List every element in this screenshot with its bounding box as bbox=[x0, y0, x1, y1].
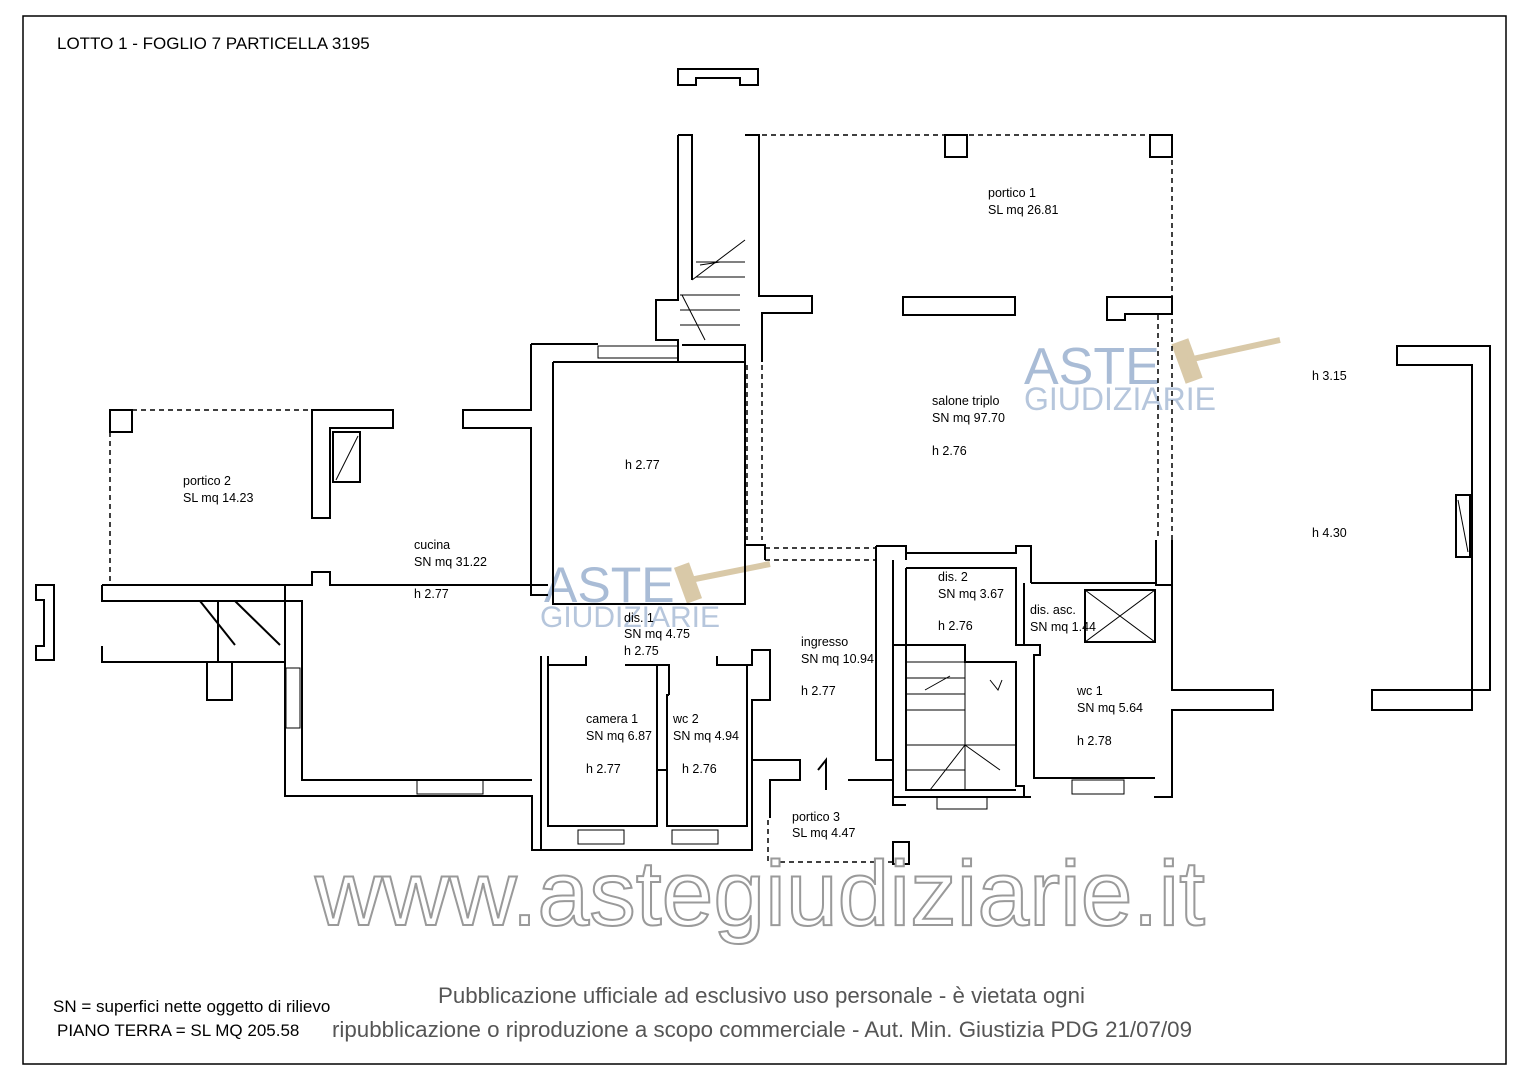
svg-text:SL mq 4.47: SL mq 4.47 bbox=[792, 826, 856, 840]
watermark-logo-lower: ASTE GIUDIZIARIE bbox=[540, 557, 771, 634]
room-unnamed: h 2.77 bbox=[625, 458, 660, 472]
svg-text:cucina: cucina bbox=[414, 538, 450, 552]
plan-title: LOTTO 1 - FOGLIO 7 PARTICELLA 3195 bbox=[57, 34, 370, 53]
room-dis-2: dis. 2 SN mq 3.67 h 2.76 bbox=[938, 570, 1004, 633]
room-wc-2: wc 2 SN mq 4.94 h 2.76 bbox=[672, 712, 739, 776]
watermark-site: www.astegiudiziarie.it bbox=[314, 843, 1205, 945]
room-wc-1: wc 1 SN mq 5.64 h 2.78 bbox=[1076, 684, 1143, 748]
height-label-4-30: h 4.30 bbox=[1312, 526, 1347, 540]
svg-text:GIUDIZIARIE: GIUDIZIARIE bbox=[1024, 381, 1216, 417]
svg-text:SN mq 4.94: SN mq 4.94 bbox=[673, 729, 739, 743]
room-portico-1: portico 1 SL mq 26.81 bbox=[988, 186, 1058, 217]
svg-text:portico 2: portico 2 bbox=[183, 474, 231, 488]
svg-text:SL mq 14.23: SL mq 14.23 bbox=[183, 491, 253, 505]
svg-text:SN mq 97.70: SN mq 97.70 bbox=[932, 411, 1005, 425]
svg-text:ASTE: ASTE bbox=[1024, 338, 1160, 396]
svg-text:portico 1: portico 1 bbox=[988, 186, 1036, 200]
svg-text:h 2.75: h 2.75 bbox=[624, 644, 659, 658]
svg-text:SN mq 5.64: SN mq 5.64 bbox=[1077, 701, 1143, 715]
svg-text:h 2.76: h 2.76 bbox=[932, 444, 967, 458]
svg-text:salone triplo: salone triplo bbox=[932, 394, 999, 408]
walls bbox=[35, 68, 1491, 865]
gavel-icon bbox=[673, 561, 771, 604]
room-dis-1: dis. 1 SN mq 4.75 h 2.75 bbox=[624, 611, 690, 658]
svg-text:SN mq 3.67: SN mq 3.67 bbox=[938, 587, 1004, 601]
svg-text:SN mq 1.44: SN mq 1.44 bbox=[1030, 620, 1096, 634]
svg-text:GIUDIZIARIE: GIUDIZIARIE bbox=[540, 601, 720, 634]
svg-text:wc 1: wc 1 bbox=[1076, 684, 1103, 698]
watermark-notice-1: Pubblicazione ufficiale ad esclusivo uso… bbox=[438, 983, 1085, 1008]
svg-text:dis. asc.: dis. asc. bbox=[1030, 603, 1076, 617]
page-frame bbox=[22, 15, 1507, 1065]
svg-text:dis. 2: dis. 2 bbox=[938, 570, 968, 584]
svg-text:wc 2: wc 2 bbox=[672, 712, 699, 726]
svg-text:ingresso: ingresso bbox=[801, 635, 848, 649]
svg-text:SN mq 10.94: SN mq 10.94 bbox=[801, 652, 874, 666]
svg-text:h 2.78: h 2.78 bbox=[1077, 734, 1112, 748]
watermark-notice-2: ripubblicazione o riproduzione a scopo c… bbox=[332, 1017, 1192, 1042]
legend-line-2: PIANO TERRA = SL MQ 205.58 bbox=[57, 1021, 299, 1040]
svg-text:h 2.77: h 2.77 bbox=[801, 684, 836, 698]
room-camera-1: camera 1 SN mq 6.87 h 2.77 bbox=[586, 712, 652, 776]
legend-line-1: SN = superfici nette oggetto di rilievo bbox=[53, 997, 330, 1016]
room-salone-triplo: salone triplo SN mq 97.70 h 2.76 bbox=[932, 394, 1005, 458]
room-cucina: cucina SN mq 31.22 h 2.77 bbox=[414, 538, 487, 601]
svg-text:h 2.76: h 2.76 bbox=[938, 619, 973, 633]
svg-text:camera 1: camera 1 bbox=[586, 712, 638, 726]
gavel-icon bbox=[1171, 337, 1281, 384]
room-dis-asc: dis. asc. SN mq 1.44 bbox=[1030, 603, 1096, 634]
watermark-logo-upper: ASTE GIUDIZIARIE bbox=[1024, 337, 1281, 417]
room-ingresso: ingresso SN mq 10.94 h 2.77 bbox=[801, 635, 874, 698]
height-label-3-15: h 3.15 bbox=[1312, 369, 1347, 383]
svg-text:SN mq 4.75: SN mq 4.75 bbox=[624, 627, 690, 641]
svg-text:SL mq 26.81: SL mq 26.81 bbox=[988, 203, 1058, 217]
svg-text:h 2.77: h 2.77 bbox=[586, 762, 621, 776]
room-portico-2: portico 2 SL mq 14.23 bbox=[183, 474, 253, 505]
svg-text:dis. 1: dis. 1 bbox=[624, 611, 654, 625]
room-portico-3: portico 3 SL mq 4.47 bbox=[792, 810, 856, 840]
svg-text:portico 3: portico 3 bbox=[792, 810, 840, 824]
svg-text:h 2.76: h 2.76 bbox=[682, 762, 717, 776]
svg-text:h 2.77: h 2.77 bbox=[414, 587, 449, 601]
svg-text:h 2.77: h 2.77 bbox=[625, 458, 660, 472]
svg-text:SN mq 31.22: SN mq 31.22 bbox=[414, 555, 487, 569]
svg-text:SN mq 6.87: SN mq 6.87 bbox=[586, 729, 652, 743]
